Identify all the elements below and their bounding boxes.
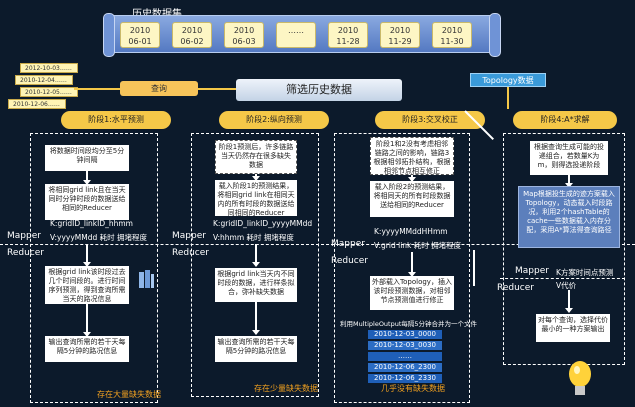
phase2-box1: 阶段1预测后，许多链路当天仍然存在很多缺失数据 bbox=[215, 140, 297, 174]
mapper-label-1: Mapper bbox=[7, 231, 41, 241]
phase4-value: V代价 bbox=[556, 281, 577, 290]
phase3-box1: 阶段1和2没有考虑相邻链路之间的影响，链路3根据相邻拓扑结构，根据相邻节点相互修… bbox=[370, 137, 454, 175]
output-date-file: 2010-12-06_2330 bbox=[368, 374, 442, 383]
phase3-box3: 外部载入Topology，插入该时段预测数据，对相邻节点预测值进行修正 bbox=[370, 276, 454, 310]
phase3-value: V:grid link 耗时 拥堵程度 bbox=[374, 241, 462, 250]
phase1-arrow2 bbox=[83, 244, 91, 267]
date-card: …… bbox=[276, 22, 316, 48]
output-date-file: …… bbox=[368, 352, 442, 361]
topology-connector bbox=[507, 87, 509, 109]
phase1-arrow3 bbox=[83, 304, 91, 337]
phase2-column bbox=[191, 133, 319, 397]
phase4-title: 阶段4:A*求解 bbox=[513, 111, 617, 129]
query-date-item: 2012-10-03…… bbox=[20, 63, 78, 73]
date-card: 2010 11-30 bbox=[432, 22, 472, 48]
date-card: 2010 06-02 bbox=[172, 22, 212, 48]
phase2-box4: 输出查询所需的若干天每隔5分钟的路况信息 bbox=[215, 336, 297, 362]
output-date-file: 2010-12-03_0030 bbox=[368, 341, 442, 350]
mapper-label-4: Mapper bbox=[515, 266, 549, 276]
phase3-key: K:yyyyMMddHHmm bbox=[374, 227, 448, 236]
query-date-item: 2010-12-04…… bbox=[15, 75, 73, 85]
phase3-title: 阶段3:交叉校正 bbox=[375, 111, 485, 129]
phase3-arrow2 bbox=[408, 252, 416, 277]
phase4-box2: Map根据投生成的迹方案载入Topology，动态载入时段路况，利用2个hash… bbox=[518, 186, 620, 248]
phase1-key: K:gridID_linkID_hhmm bbox=[50, 219, 133, 228]
phase2-key: K:gridID_linkID_yyyyMMdd bbox=[213, 219, 313, 228]
query-button[interactable]: 查询 bbox=[120, 81, 198, 96]
phase3-box2: 载入阶段2的预测结果，将相同天的所有时段数据送给相同的Reducer bbox=[370, 181, 454, 217]
reducer-label-3: Reducer bbox=[331, 256, 368, 266]
phase4-box1: 根据查询生成可能的投递组合，若数量K为m，则得选投递阶段 bbox=[530, 141, 608, 175]
phase1-title: 阶段1:水平预测 bbox=[61, 111, 171, 129]
mapper-label-3: Mapper bbox=[331, 239, 365, 249]
phase4-arrow1 bbox=[565, 175, 573, 188]
phase2-value: V:hhmm 耗时 拥堵程度 bbox=[213, 233, 294, 242]
date-card: 2010 11-29 bbox=[380, 22, 420, 48]
mapper-label-2: Mapper bbox=[172, 231, 206, 241]
phase1-column bbox=[30, 133, 158, 403]
reducer-label-2: Reducer bbox=[172, 248, 209, 258]
phase1-box2: 将相同grid link且在当天同时分钟时段的数据送给相同的Reducer bbox=[45, 184, 129, 220]
phase2-title: 阶段2:纵向预测 bbox=[219, 111, 329, 129]
output-date-file: 2010-12-06_2300 bbox=[368, 363, 442, 372]
topology-data-label: Topology数据 bbox=[470, 73, 546, 87]
query-to-filter-connector bbox=[198, 88, 236, 90]
query-date-item: 2010-12-06…… bbox=[8, 99, 66, 109]
phase2-box3: 根据grid link当天内不同时段的数据，进行样条拟合，弥补缺失数据 bbox=[215, 268, 297, 302]
phase4-divider bbox=[500, 278, 625, 279]
phase1-note: 存在大量缺失数据 bbox=[97, 390, 161, 399]
filter-historical-data: 筛选历史数据 bbox=[236, 79, 402, 101]
query-date-item: 2010-12-05…… bbox=[20, 87, 78, 97]
server-icon bbox=[137, 268, 155, 290]
phase3-topology-line bbox=[473, 250, 475, 286]
phase3-column bbox=[334, 133, 470, 403]
query-connector bbox=[74, 88, 120, 90]
reducer-label-1: Reducer bbox=[7, 248, 44, 258]
phase2-arrow1 bbox=[252, 174, 260, 181]
phase1-box1: 将数据时间段均分至5分钟间隔 bbox=[45, 145, 129, 171]
phase2-note: 存在少量缺失数据 bbox=[254, 384, 318, 393]
phase1-box4: 输出查询所需的若干天每隔5分钟的路况信息 bbox=[45, 336, 129, 362]
phase2-arrow2 bbox=[252, 244, 260, 267]
date-card: 2010 11-28 bbox=[328, 22, 368, 48]
phase4-arrow2 bbox=[565, 290, 573, 313]
phase1-arrow1 bbox=[83, 171, 91, 185]
phase3-note: 几乎没有缺失数据 bbox=[381, 384, 445, 393]
historical-dataset-title: 历史数据集 bbox=[132, 5, 182, 20]
phase1-box3: 根据grid link该时段过去几个时间段的。进行时间序列预测，得到查询所需当天… bbox=[45, 266, 129, 304]
reducer-label-4: Reducer bbox=[497, 283, 534, 293]
phase2-arrow3 bbox=[252, 302, 260, 335]
lightbulb-icon bbox=[568, 360, 592, 400]
phase3-arrow1 bbox=[408, 175, 416, 182]
date-card: 2010 06-03 bbox=[224, 22, 264, 48]
phase2-box2: 载入阶段1的预测结果，将相同grid link在相同天内的所有时段的数据送给同相… bbox=[215, 180, 297, 217]
phase4-column bbox=[503, 133, 625, 365]
phase3-multiple-output: 利用MultipleOutput每隔5分钟合并为一个文件 bbox=[340, 320, 478, 328]
output-date-file: 2010-12-03_0000 bbox=[368, 330, 442, 339]
phase1-value: V:yyyyMMdd 耗时 拥堵程度 bbox=[50, 233, 148, 242]
mapper-reducer-divider-left bbox=[0, 244, 635, 245]
date-card: 2010 06-01 bbox=[120, 22, 160, 48]
phase4-box3: 对每个查询，选择代价最小的一种方案输出 bbox=[536, 314, 610, 342]
phase4-key: K方案时间点预测 bbox=[556, 268, 614, 277]
